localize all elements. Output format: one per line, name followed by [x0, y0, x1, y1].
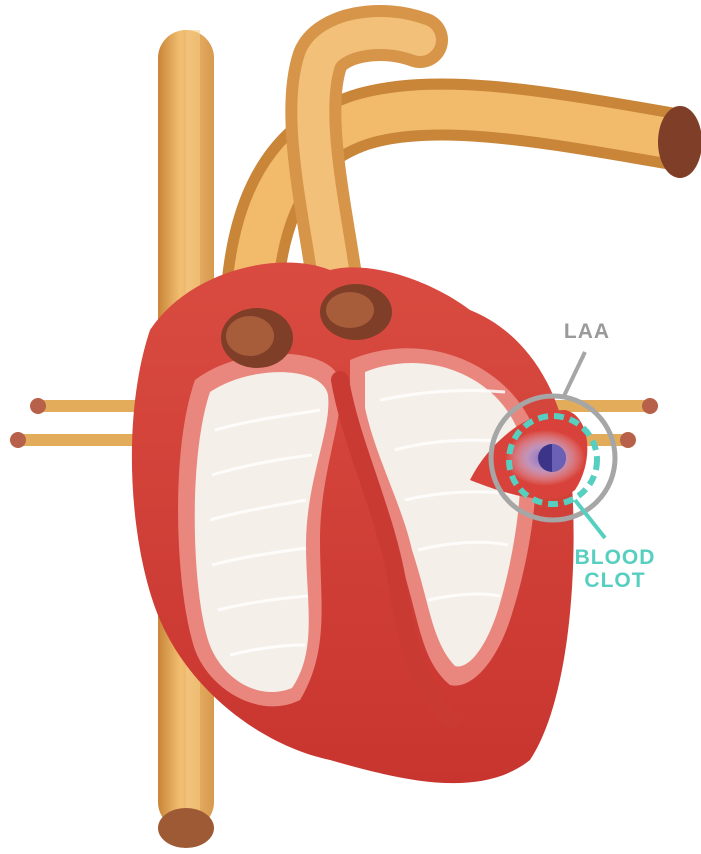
blood-clot-label-line1: BLOOD [560, 546, 670, 569]
laa-label: LAA [552, 320, 622, 343]
blood-clot-label-line2: CLOT [560, 569, 670, 592]
laa-leader-line [563, 352, 585, 398]
blood-clot-label: BLOOD CLOT [560, 546, 670, 592]
